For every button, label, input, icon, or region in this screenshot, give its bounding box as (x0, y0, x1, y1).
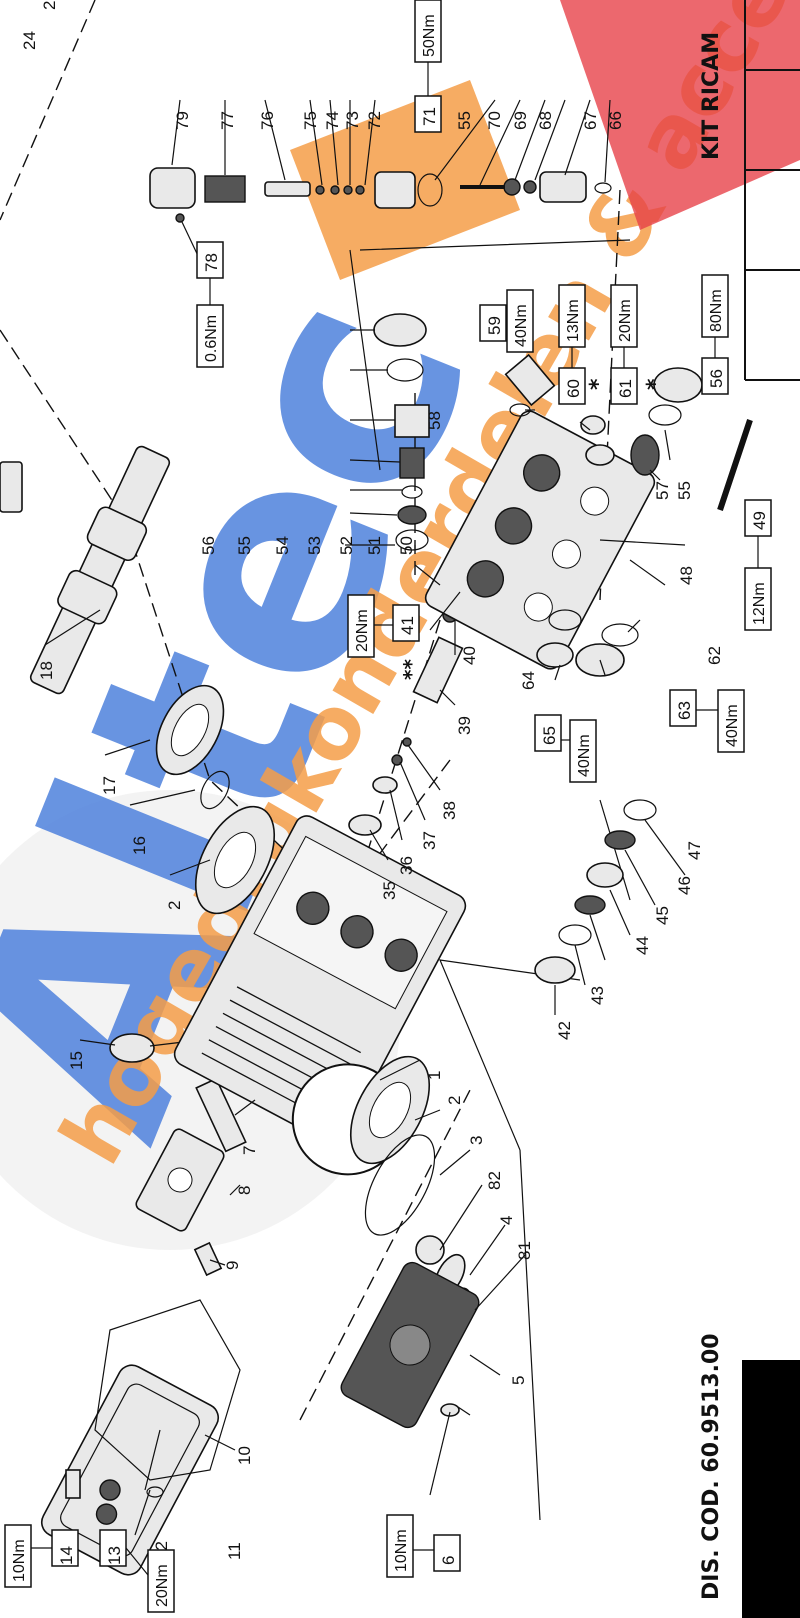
part-box-13: 13 (105, 1546, 124, 1565)
part-label-66: 66 (606, 111, 625, 130)
title-black-band (742, 1360, 800, 1618)
part-label-64: 64 (519, 671, 538, 690)
part-label-55-right: 55 (675, 481, 694, 500)
part-box-49: 49 (750, 511, 769, 530)
part-label-47: 47 (685, 841, 704, 860)
part-label-3: 3 (467, 1136, 486, 1145)
torque-78: 0.6Nm (203, 315, 220, 362)
part-label-4: 4 (497, 1216, 516, 1225)
torque-13: 20Nm (154, 1564, 171, 1607)
part-label-15: 15 (67, 1051, 86, 1070)
part-label-57: 57 (653, 481, 672, 500)
part-label-44: 44 (633, 936, 652, 955)
part-label-67: 67 (581, 111, 600, 130)
rear-cover (40, 1364, 220, 1576)
part-label-1: 1 (425, 1071, 444, 1080)
title-area: DIS. COD. 60.9513.00 KIT RICAM (699, 0, 800, 1618)
part-label-38: 38 (440, 801, 459, 820)
torque-labels: 50Nm 0.6Nm 40Nm 13Nm 20Nm 80Nm 12Nm 20Nm… (4, 0, 772, 1613)
torque-61: 20Nm (617, 299, 634, 342)
kit-title: KIT RICAM (699, 32, 724, 160)
torque-63: 40Nm (724, 704, 741, 747)
part-number-labels: 24 25 79 77 76 75 74 73 72 55 70 69 68 6… (20, 0, 724, 1560)
part-box-59: 59 (485, 316, 504, 335)
part-label-77: 77 (218, 111, 237, 130)
part-label-11: 11 (225, 1542, 244, 1560)
part-box-71: 71 (420, 107, 439, 126)
part-label-72: 72 (365, 111, 384, 130)
asterisk-marks: ** * * (399, 378, 668, 680)
part-label-50: 50 (397, 536, 416, 555)
part-label-76: 76 (258, 111, 277, 130)
part-label-52: 52 (337, 536, 356, 555)
part-box-63: 63 (675, 701, 694, 720)
mark-star-61: * (643, 378, 668, 390)
part-box-61: 61 (616, 379, 635, 398)
torque-41: 20Nm (354, 609, 371, 652)
part-label-53: 53 (305, 536, 324, 555)
part-label-74: 74 (323, 111, 342, 130)
part-box-6: 6 (439, 1556, 458, 1565)
part-box-41: 41 (398, 616, 417, 635)
part-label-2-bottom: 2 (445, 1096, 464, 1105)
part-label-2-top: 2 (165, 901, 184, 910)
part-label-35: 35 (380, 881, 399, 900)
part-label-37: 37 (420, 831, 439, 850)
part-label-45: 45 (653, 906, 672, 925)
part-label-82: 82 (485, 1171, 504, 1190)
part-label-25: 25 (40, 0, 59, 10)
part-label-75: 75 (301, 111, 320, 130)
part-label-10: 10 (235, 1446, 254, 1465)
part-label-68: 68 (536, 111, 555, 130)
part-label-36: 36 (397, 856, 416, 875)
pump-head-manifold (424, 410, 656, 670)
part-label-46: 46 (675, 876, 694, 895)
mark-star-60: * (586, 378, 611, 390)
part-box-60: 60 (564, 379, 583, 398)
part-label-51: 51 (365, 536, 384, 555)
part-label-5: 5 (509, 1376, 528, 1385)
kit-table-grid (744, 0, 800, 381)
part-label-17: 17 (100, 776, 119, 795)
part-label-24: 24 (20, 31, 39, 50)
part-box-56: 56 (707, 369, 726, 388)
part-box-14: 14 (57, 1546, 76, 1565)
part-label-16: 16 (130, 836, 149, 855)
leader-lines (44, 99, 686, 1536)
part-label-79: 79 (173, 111, 192, 130)
torque-6: 10Nm (393, 1529, 410, 1572)
part-label-48: 48 (677, 566, 696, 585)
part-label-40: 40 (460, 646, 479, 665)
part-label-43: 43 (588, 986, 607, 1005)
torque-56: 80Nm (708, 289, 725, 332)
part-label-73: 73 (343, 111, 362, 130)
part-label-62: 62 (705, 646, 724, 665)
part-label-9: 9 (223, 1261, 242, 1270)
torque-65: 40Nm (576, 734, 593, 777)
part-label-7: 7 (240, 1146, 259, 1155)
part-label-81: 81 (515, 1241, 534, 1260)
part-box-65: 65 (540, 726, 559, 745)
torque-60: 13Nm (565, 299, 582, 342)
part-label-55-top: 55 (455, 111, 474, 130)
boxed-part-numbers: 71 78 59 60 61 56 49 41 65 63 6 14 13 (51, 95, 772, 1572)
part-label-39: 39 (455, 716, 474, 735)
part-label-69: 69 (511, 111, 530, 130)
torque-14: 10Nm (11, 1539, 28, 1582)
part-label-8: 8 (235, 1186, 254, 1195)
part-label-58: 58 (425, 411, 444, 430)
part-box-78: 78 (202, 253, 221, 272)
torque-49: 12Nm (751, 582, 768, 625)
torque-59: 40Nm (513, 304, 530, 347)
part-label-56-top: 56 (199, 536, 218, 555)
part-label-18: 18 (37, 661, 56, 680)
torque-71: 50Nm (421, 14, 438, 57)
part-label-54: 54 (273, 536, 292, 555)
part-label-55-mid: 55 (235, 536, 254, 555)
mark-double-star: ** (399, 659, 423, 680)
drawing-code: DIS. COD. 60.9513.00 (699, 1333, 724, 1600)
part-label-70: 70 (485, 111, 504, 130)
part-label-42: 42 (555, 1021, 574, 1040)
